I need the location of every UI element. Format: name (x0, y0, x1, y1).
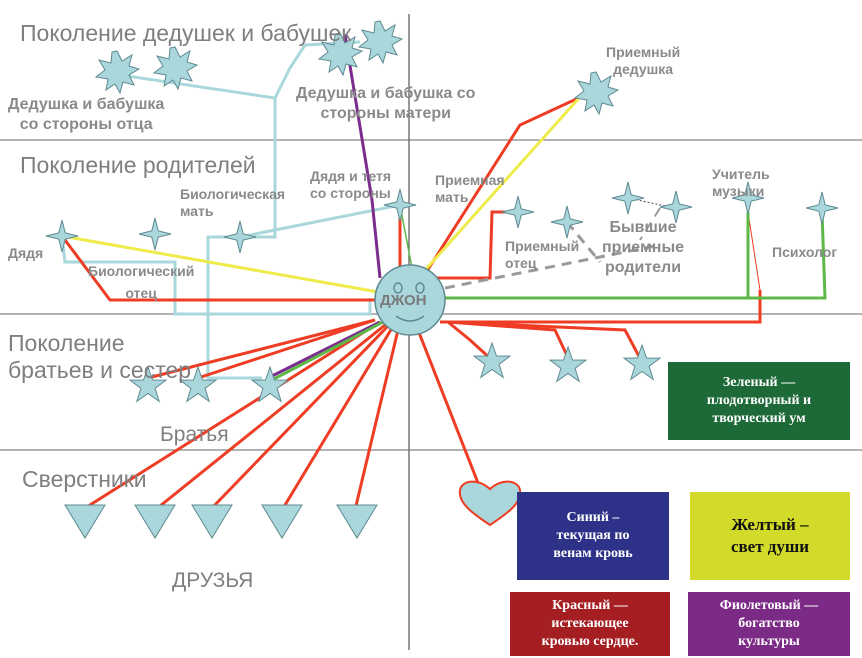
friend-5-triangle-icon (336, 504, 378, 539)
red-line-sib3 (447, 320, 644, 363)
generation-peers-title: Сверстники (22, 466, 147, 492)
red-line-uncle (60, 235, 378, 302)
label-music-teacher: Учитель музыки (712, 166, 770, 199)
red-line-friend1 (81, 320, 381, 512)
generation-parents-title: Поколение родителей (20, 152, 256, 178)
label-uncle: Дядя (8, 245, 44, 261)
green-line-aunt (399, 204, 413, 269)
label-paternal-grandparents: Дедушка и бабушка со стороны отца (8, 96, 165, 133)
label-brothers: Братья (160, 423, 229, 446)
adoptive-father-star-icon (550, 205, 584, 239)
adoptive-mother-star-icon (501, 195, 535, 229)
legend-yellow-box: Желтый – свет души (690, 492, 850, 580)
dotted-line-couple (627, 197, 671, 208)
label-maternal-grandparents: Дедушка и бабушка со стороны матери (296, 85, 476, 122)
red-line-friend3 (208, 324, 390, 512)
label-adoptive-father: Приемный отец (505, 238, 580, 271)
blue-line-maternal (273, 40, 361, 99)
dashed-line-former3 (639, 207, 661, 241)
generation-grandparents-title: Поколение дедушек и бабушек (20, 20, 352, 46)
grey-dashed-lines (444, 207, 661, 290)
violet-line-sibling (267, 320, 381, 380)
red-line-friend4 (280, 327, 394, 511)
heart-icon (458, 480, 522, 527)
label-step-grandfather: Приемный дедушка (606, 44, 681, 77)
red-thin-teacher (747, 211, 761, 291)
yellow-line-uncle (61, 234, 379, 294)
legend-green-box: Зеленый — плодотворный и творческий ум (668, 362, 850, 440)
grandparent-maternal-2-icon (358, 20, 403, 64)
john-smiley (374, 264, 446, 336)
label-friends: ДРУЗЬЯ (172, 569, 254, 592)
violet-lines (267, 34, 382, 380)
label-uncle-aunt: Дядя и тетя со стороны (310, 168, 392, 201)
sibling-5-star-icon (549, 346, 587, 382)
label-biological-father: Биологический отец (88, 263, 195, 301)
blue-line-father (60, 235, 372, 316)
green-line-psychologist (748, 211, 827, 300)
red-line-brother1 (147, 318, 376, 380)
label-adoptive-mother: Приемная мать (435, 172, 505, 205)
green-lines (271, 204, 827, 382)
yellow-line-grandfather (416, 86, 590, 280)
label-biological-mother: Биологическая мать (180, 186, 286, 219)
biological-mother-star-icon (223, 220, 257, 254)
red-line-friend5 (353, 329, 400, 511)
label-john: ДЖОН (380, 292, 427, 309)
dashed-line-former (444, 243, 661, 290)
red-line-brother2 (197, 318, 376, 380)
red-line-friend2 (154, 323, 386, 512)
red-line-sib1 (447, 320, 494, 362)
friend-1-triangle-icon (64, 504, 106, 539)
sibling-6-star-icon (623, 344, 661, 380)
red-line-heart (416, 329, 482, 489)
legend-violet-box: Фиолетовый — богатство культуры (688, 592, 850, 656)
step-grandfather-icon (574, 71, 619, 115)
grandparent-paternal-2-icon (153, 46, 198, 90)
john-face-icon (374, 264, 446, 336)
violet-line-grandparents (343, 34, 382, 279)
label-former-foster-parents: Бывшие приемные родители (602, 219, 685, 276)
uncle-star-icon (45, 219, 79, 253)
legend-red-box: Красный — истекающее кровью сердце. (510, 592, 670, 656)
dashed-line-former2 (565, 221, 602, 263)
friend-3-triangle-icon (191, 504, 233, 539)
relationship-lines (60, 34, 827, 512)
yellow-lines (61, 86, 590, 294)
label-psychologist: Психолог (772, 244, 838, 260)
red-line-step-grandfather (418, 93, 586, 283)
red-line-music (440, 290, 762, 324)
former-foster-1-star-icon (611, 181, 645, 215)
grandparent-paternal-1-icon (95, 50, 140, 94)
red-lines (60, 93, 762, 512)
legend-blue-box: Синий – текущая по венам кровь (517, 492, 669, 580)
biological-father-star-icon (138, 217, 172, 251)
green-line-sibling (271, 320, 384, 382)
friend-4-triangle-icon (261, 504, 303, 539)
friend-2-triangle-icon (134, 504, 176, 539)
john-mouth-icon (395, 315, 425, 322)
generation-siblings-title: Поколение братьев и сестер (8, 330, 192, 383)
john-eye-right-icon (415, 282, 425, 294)
john-eye-left-icon (393, 282, 403, 294)
psychologist-star-icon (805, 191, 839, 225)
